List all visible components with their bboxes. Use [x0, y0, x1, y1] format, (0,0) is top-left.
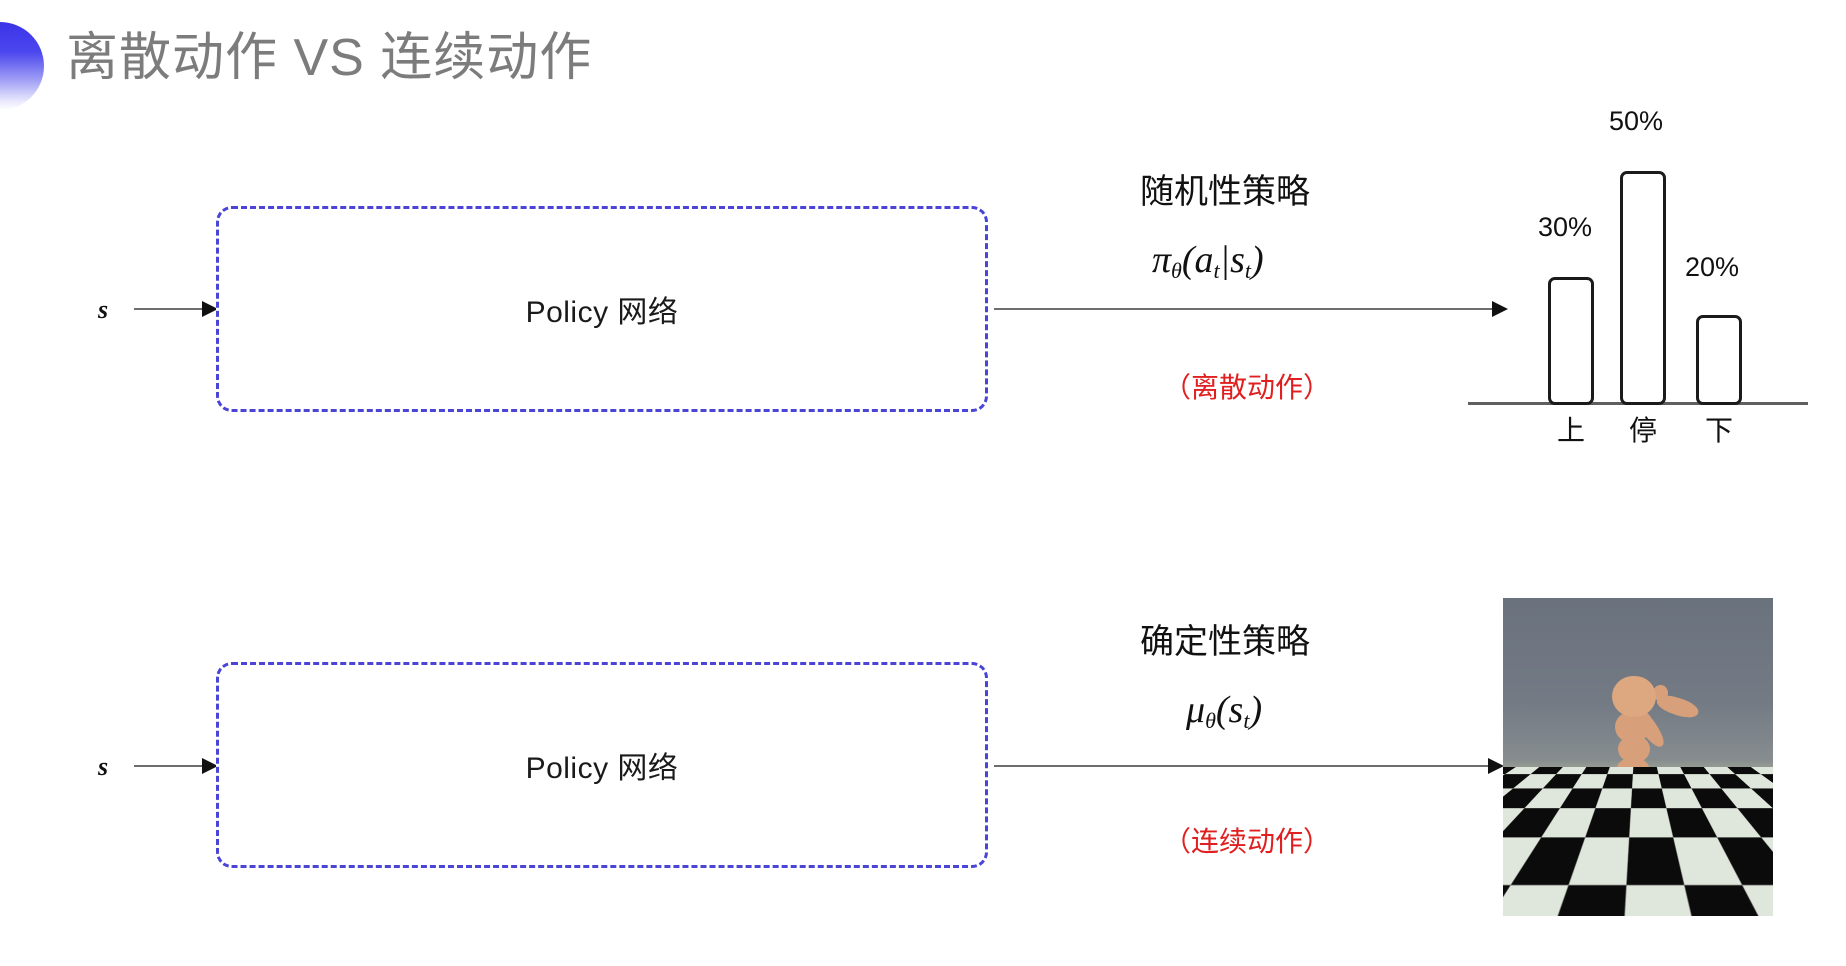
formula-sub-t-action: t: [1213, 258, 1220, 284]
humanoid-simulation-image: [1503, 598, 1773, 916]
formula-open-s: (s: [1215, 689, 1244, 731]
page-title: 离散动作 VS 连续动作: [66, 29, 593, 87]
title-decoration-half-circle: [0, 22, 44, 110]
formula-mu: μ: [1186, 689, 1206, 731]
arrow-state-to-policy-discrete: [134, 301, 218, 317]
bar-up: [1548, 277, 1594, 405]
policy-network-box-discrete[interactable]: Policy 网络: [216, 206, 988, 412]
formula-close-paren: ): [1251, 239, 1264, 281]
arrow-state-to-policy-continuous: [134, 758, 218, 774]
humanoid-floor-glare: [1584, 877, 1644, 913]
annotation-title-deterministic-policy: 确定性策略: [1140, 623, 1310, 661]
bar-value-up: 30%: [1538, 212, 1593, 242]
bar-chart-action-probabilities: 30% 上 50% 停 20% 下: [1468, 106, 1808, 453]
arrow-policy-to-output-discrete: [994, 301, 1508, 317]
arrow-policy-to-output-continuous: [994, 758, 1504, 774]
bar-value-down: 20%: [1685, 252, 1740, 282]
bar-stop: [1620, 171, 1666, 405]
note-discrete-action: （离散动作）: [1163, 372, 1332, 403]
bar-category-stop: 停: [1628, 415, 1657, 446]
annotation-title-stochastic-policy: 随机性策略: [1140, 173, 1310, 211]
policy-network-label-discrete: Policy 网络: [525, 296, 679, 329]
note-continuous-action: （连续动作）: [1163, 826, 1332, 857]
formula-sub-t-state-2: t: [1243, 708, 1250, 734]
formula-close-paren-2: ): [1249, 689, 1263, 731]
formula-open-a: (a: [1181, 239, 1214, 281]
humanoid-foot: [1586, 849, 1607, 870]
humanoid-head: [1612, 675, 1656, 718]
formula-sub-theta: θ: [1171, 258, 1182, 284]
bar-down: [1696, 315, 1742, 405]
formula-sub-theta-2: θ: [1205, 708, 1216, 734]
policy-network-box-continuous[interactable]: Policy 网络: [216, 662, 988, 868]
bar-category-down: 下: [1704, 415, 1733, 446]
bar-value-stop: 50%: [1609, 106, 1664, 136]
formula-pi: π: [1152, 239, 1172, 281]
humanoid-hand: [1652, 685, 1668, 702]
formula-pipe-s: |s: [1219, 239, 1245, 281]
formula-stochastic-policy: πθ(at|st): [1152, 238, 1264, 284]
formula-sub-t-state: t: [1244, 258, 1252, 284]
formula-deterministic-policy: μθ(st): [1186, 688, 1262, 734]
policy-network-label-continuous: Policy 网络: [525, 752, 679, 785]
state-input-label-discrete: s: [98, 295, 109, 324]
state-input-label-continuous: s: [98, 752, 109, 781]
bar-category-up: 上: [1556, 415, 1585, 446]
